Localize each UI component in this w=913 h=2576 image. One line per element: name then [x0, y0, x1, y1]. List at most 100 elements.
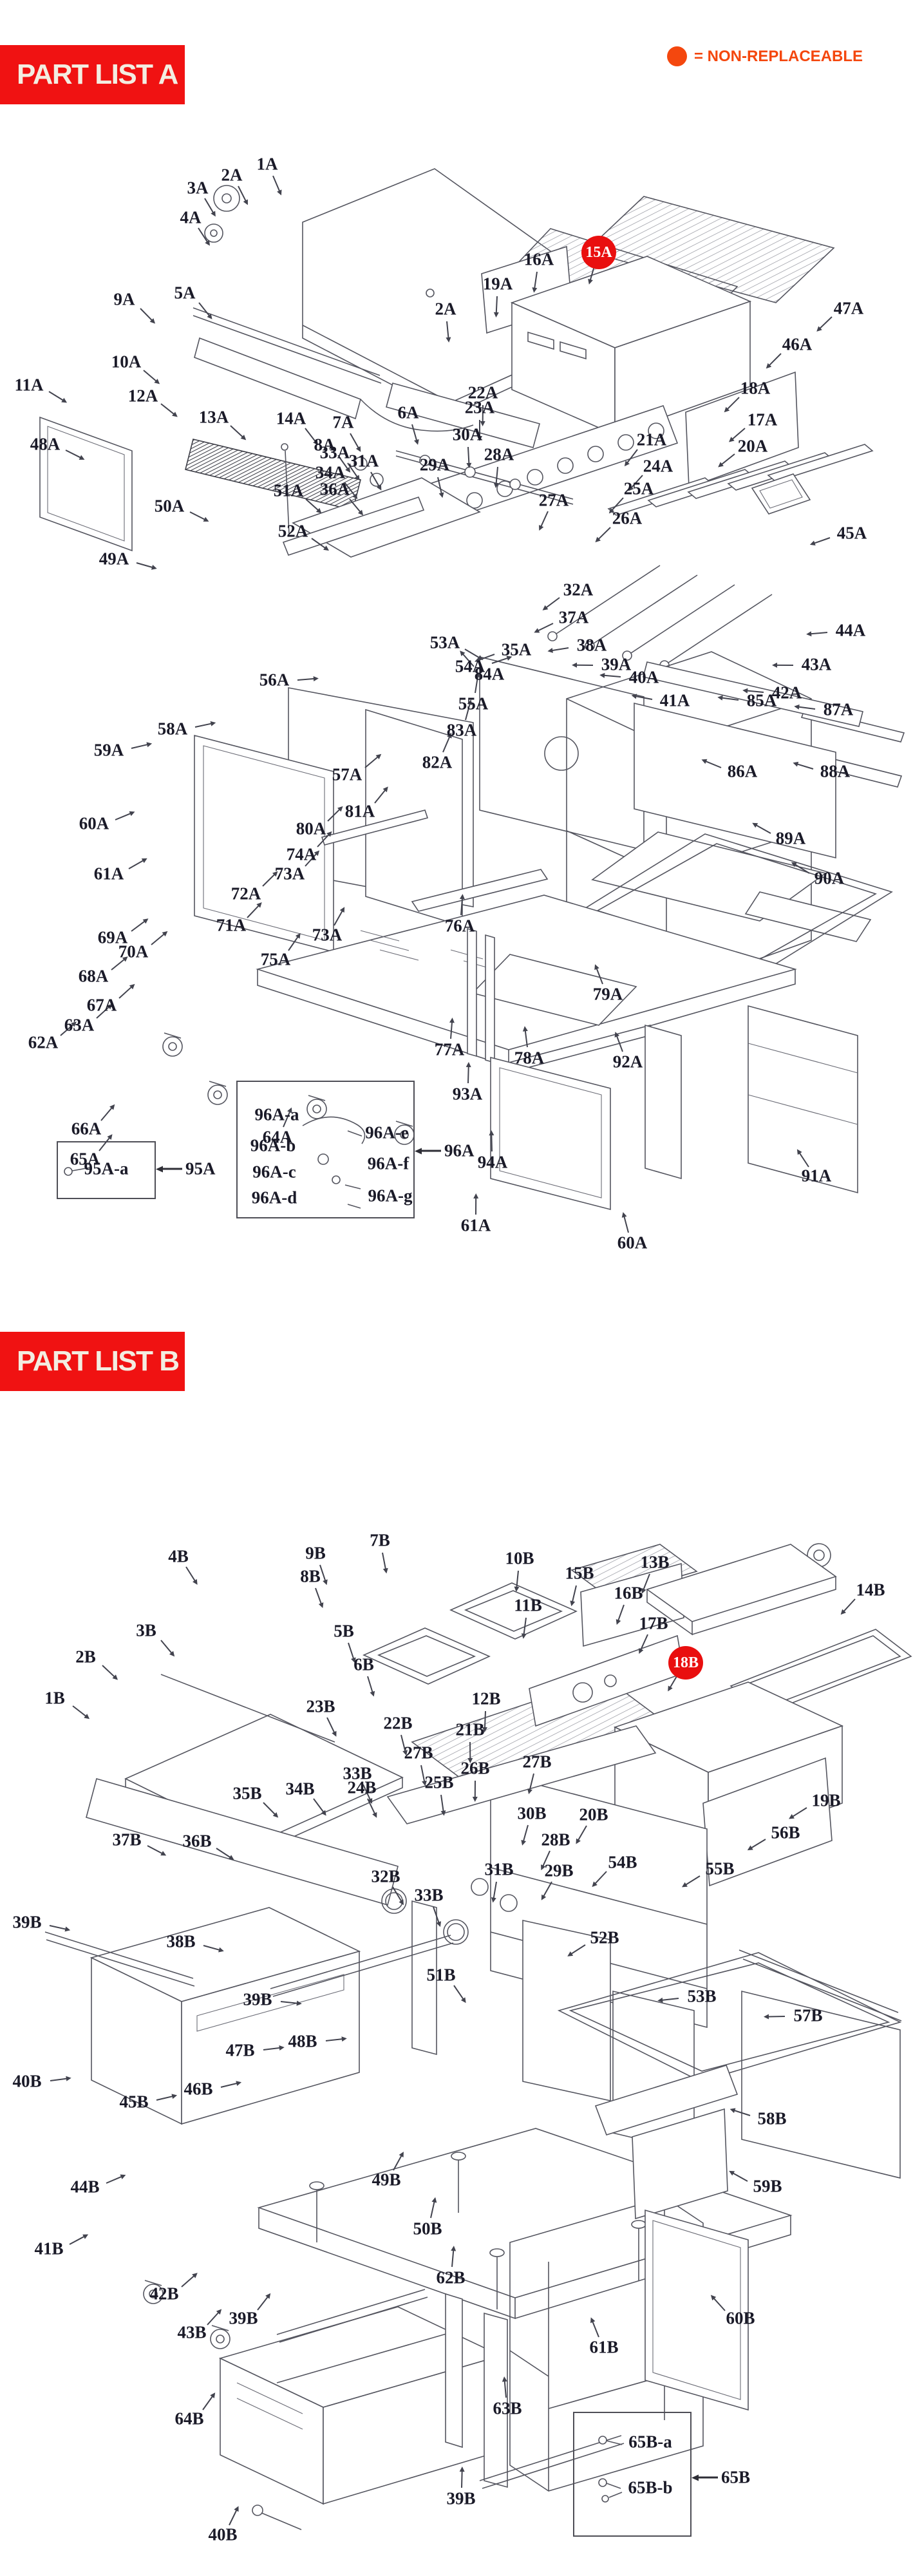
part-label-30b: 30B [517, 1803, 547, 1823]
part-label-39b: 39B [243, 1989, 272, 2009]
part-label-84a: 84A [474, 664, 505, 684]
part-label-33a: 33A [319, 442, 350, 462]
part-label-46a: 46A [782, 334, 813, 354]
part-label-50b: 50B [413, 2219, 442, 2239]
inset-box-96a [236, 1081, 415, 1218]
part-label-28a: 28A [484, 444, 514, 464]
part-label-61a: 61A [93, 864, 124, 884]
part-label-51a: 51A [273, 480, 304, 500]
part-label-50a: 50A [154, 496, 185, 516]
part-label-42b: 42B [149, 2284, 179, 2304]
part-label-8b: 8B [300, 1566, 321, 1586]
part-label-89a: 89A [775, 828, 806, 848]
part-label-20a: 20A [737, 436, 768, 456]
part-label-57a: 57A [332, 764, 362, 784]
part-label-1a: 1A [256, 154, 278, 174]
part-label-66a: 66A [71, 1119, 102, 1139]
part-label-63a: 63A [64, 1015, 95, 1035]
part-label-39b: 39B [229, 2308, 258, 2328]
part-label-29a: 29A [419, 455, 450, 475]
part-label-96a-d: 96A-d [251, 1188, 297, 1208]
part-label-24a: 24A [643, 456, 673, 476]
part-label-31b: 31B [484, 1859, 514, 1879]
part-label-34a: 34A [315, 462, 346, 482]
part-label-87a: 87A [823, 699, 854, 719]
part-label-21b: 21B [455, 1719, 485, 1739]
leader-line [460, 2470, 463, 2488]
part-label-37b: 37B [112, 1830, 142, 1850]
part-label-25b: 25B [424, 1772, 454, 1792]
part-label-5b: 5B [334, 1621, 354, 1641]
part-label-63b: 63B [493, 2398, 522, 2418]
part-label-10a: 10A [111, 352, 142, 372]
part-label-45b: 45B [119, 2092, 149, 2112]
inset-tag-text: 95A [185, 1159, 216, 1179]
part-label-9b: 9B [305, 1543, 326, 1563]
part-label-95a-a: 95A-a [84, 1159, 129, 1179]
part-label-55a: 55A [458, 694, 489, 714]
part-label-53b: 53B [687, 1986, 717, 2006]
arrow-left-icon [156, 1166, 163, 1172]
part-label-61a: 61A [460, 1215, 491, 1235]
leader-line [576, 664, 594, 666]
part-label-49a: 49A [99, 549, 129, 569]
part-label-26a: 26A [612, 508, 643, 528]
part-label-94a: 94A [477, 1152, 508, 1172]
leader-line [776, 664, 794, 666]
part-label-47a: 47A [833, 298, 864, 318]
part-label-52a: 52A [278, 521, 308, 541]
inset-tag-65b: 65B [692, 2468, 750, 2488]
part-label-2b: 2B [75, 1647, 96, 1667]
part-label-33b: 33B [414, 1885, 444, 1905]
part-label-42a: 42A [771, 683, 802, 703]
part-label-53a: 53A [429, 632, 460, 652]
part-label-14a: 14A [276, 408, 306, 428]
arrow-left-icon [692, 2474, 699, 2481]
part-label-92a: 92A [612, 1052, 643, 1072]
part-label-13a: 13A [198, 407, 229, 427]
part-label-55b: 55B [705, 1859, 735, 1879]
leader-line [474, 1780, 476, 1797]
part-label-44a: 44A [835, 620, 866, 640]
part-label-36a: 36A [319, 479, 350, 499]
part-label-38b: 38B [166, 1931, 196, 1951]
part-label-75a: 75A [260, 949, 291, 969]
part-label-10b: 10B [505, 1548, 534, 1568]
part-label-44b: 44B [70, 2177, 100, 2197]
part-label-72a: 72A [231, 884, 261, 904]
part-label-23a: 23A [464, 397, 495, 417]
part-label-96a-b: 96A-b [250, 1135, 296, 1155]
part-label-62a: 62A [28, 1032, 59, 1052]
part-label-73a: 73A [312, 925, 343, 945]
part-label-48b: 48B [288, 2031, 317, 2051]
part-label-17a: 17A [747, 410, 778, 430]
part-label-91a: 91A [801, 1166, 832, 1186]
part-label-31a: 31A [348, 451, 379, 471]
part-label-7a: 7A [332, 412, 354, 432]
part-label-73a: 73A [274, 864, 305, 884]
part-label-16b: 16B [614, 1583, 643, 1603]
part-label-15b: 15B [565, 1563, 594, 1583]
part-label-96a-g: 96A-g [368, 1186, 413, 1206]
part-label-54a: 54A [455, 656, 485, 676]
part-label-14b: 14B [856, 1580, 885, 1600]
part-label-3a: 3A [187, 178, 209, 198]
part-label-37a: 37A [558, 607, 589, 627]
part-label-17b: 17B [639, 1613, 668, 1633]
leader-line [475, 1197, 477, 1215]
non-replaceable-dot-icon [667, 46, 687, 66]
part-label-47b: 47B [225, 2040, 255, 2060]
banner-part-list-b: PART LIST B [0, 1332, 185, 1391]
part-label-34b: 34B [285, 1779, 315, 1799]
part-label-35a: 35A [501, 639, 532, 659]
part-label-76a: 76A [444, 916, 475, 936]
part-label-27b: 27B [522, 1752, 552, 1772]
part-label-65b-a: 65B-a [628, 2432, 672, 2452]
part-label-4a: 4A [180, 207, 202, 227]
part-label-28b: 28B [541, 1830, 570, 1850]
part-label-65a: 65A [70, 1149, 100, 1169]
part-label-82a: 82A [422, 752, 453, 772]
part-label-39b: 39B [446, 2488, 476, 2508]
part-label-39a: 39A [601, 654, 632, 674]
